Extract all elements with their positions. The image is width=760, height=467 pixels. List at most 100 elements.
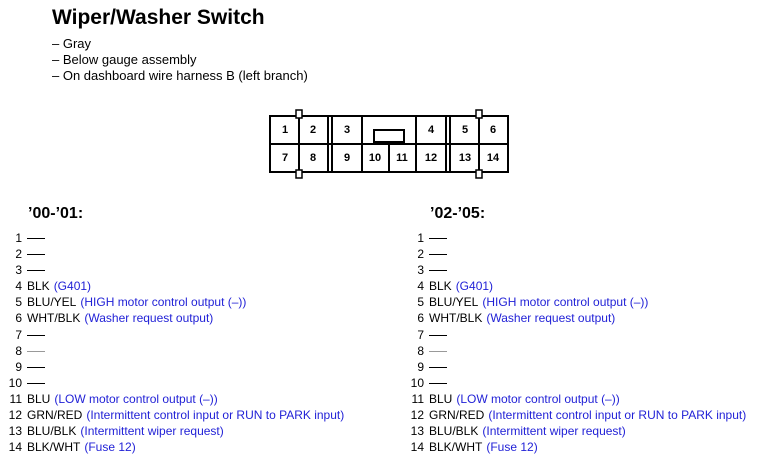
unused-pin-dash [429,382,447,384]
pin-number: 6 [15,311,22,326]
wire-color: BLK/WHT [429,440,483,455]
wire-color: BLU/BLK [27,424,77,439]
connector-pin-2: 2 [310,124,316,136]
pin-row: 8 [402,343,746,359]
unused-pin-dash [27,334,45,336]
pin-number: 2 [15,247,22,262]
pin-description: (Washer request output) [84,311,214,326]
pin-number: 5 [15,295,22,310]
pin-number: 1 [15,231,22,245]
pin-description: (Fuse 12) [84,440,136,455]
pin-row: 1 [0,230,344,246]
pin-description: (LOW motor control output (–)) [456,391,620,406]
pin-number: 5 [417,295,424,310]
pin-description: (G401) [455,279,494,294]
connector-pin-14: 14 [487,152,500,164]
unused-pin-dash [429,238,447,239]
pin-number: 4 [417,279,424,294]
unused-pin-dash [27,350,45,352]
wire-color: GRN/RED [27,408,83,423]
pin-number: 12 [8,408,22,423]
pin-description: (HIGH motor control output (–)) [80,295,247,310]
pin-number: 3 [417,263,424,278]
unused-pin-dash [27,254,45,256]
pin-number: 6 [417,311,424,326]
unused-pin-dash [429,334,447,336]
pin-row: 2 [0,246,344,262]
pin-row: 10 [402,375,746,391]
wire-color: BLU/BLK [429,424,479,439]
wire-color: BLU [27,391,51,406]
connector-pin-10: 10 [369,152,381,164]
pin-row: 2 [402,246,746,262]
pin-number: 14 [410,440,424,455]
pin-description: (Intermittent wiper request) [80,424,224,439]
pin-number: 13 [410,424,424,439]
pin-row: 5 BLU/YEL(HIGH motor control output (–)) [0,294,344,310]
connector-pin-5: 5 [462,124,468,136]
pin-row: 4 BLK(G401) [402,278,746,294]
pin-description: (Fuse 12) [486,440,538,455]
pin-row: 14 BLK/WHT(Fuse 12) [402,439,746,455]
page-title: Wiper/Washer Switch [52,6,265,29]
pin-number: 9 [417,359,424,374]
connector-harness: – On dashboard wire harness B (left bran… [52,68,308,83]
connector-pin-7: 7 [282,152,288,164]
pin-description: (Intermittent control input or RUN to PA… [86,408,345,423]
unused-pin-dash [429,270,447,272]
pin-description: (Washer request output) [486,311,616,326]
column-heading-00-01: ’00-’01: [28,205,84,222]
connector-location: – Below gauge assembly [52,52,197,67]
pin-row: 9 [0,359,344,375]
unused-pin-dash [27,382,45,384]
wire-color: WHT/BLK [429,311,483,326]
connector-color: – Gray [52,36,92,51]
pin-row: 8 [0,343,344,359]
unused-pin-dash [27,238,45,239]
wire-color: BLK [429,279,452,294]
connector-pin-8: 8 [310,152,316,164]
unused-pin-dash [429,254,447,256]
wire-color: WHT/BLK [27,311,81,326]
pin-description: (LOW motor control output (–)) [54,391,218,406]
pin-row: 3 [0,262,344,278]
pin-number: 11 [411,391,424,406]
connector-pin-1: 1 [282,124,288,136]
connector-pin-4: 4 [428,124,435,136]
pin-number: 8 [15,343,22,358]
wire-color: GRN/RED [429,408,485,423]
pin-description: (Intermittent control input or RUN to PA… [488,408,747,423]
unused-pin-dash [27,270,45,272]
pin-row: 6 WHT/BLK(Washer request output) [402,310,746,326]
pin-number: 9 [15,359,22,374]
pin-row: 1 [402,230,746,246]
unused-pin-dash [429,366,447,368]
unused-pin-dash [429,350,447,352]
pin-number: 12 [410,408,424,423]
pin-row: 3 [402,262,746,278]
pin-row: 9 [402,359,746,375]
pin-row: 12 GRN/RED(Intermittent control input or … [0,407,345,423]
wire-color: BLK/WHT [27,440,81,455]
pin-number: 1 [417,231,424,245]
pin-number: 10 [8,375,22,390]
wire-color: BLK [27,279,50,294]
wire-color: BLU/YEL [27,295,77,310]
pin-number: 7 [15,327,22,342]
pin-row: 7 [0,327,344,343]
pin-number: 8 [417,343,424,358]
connector-info: – Gray – Below gauge assembly – On dashb… [52,36,308,84]
connector-pin-11: 11 [396,152,408,164]
connector-pin-9: 9 [344,152,350,164]
pin-number: 14 [8,440,22,455]
pin-row: 14 BLK/WHT(Fuse 12) [0,439,344,455]
pin-description: (G401) [53,279,92,294]
